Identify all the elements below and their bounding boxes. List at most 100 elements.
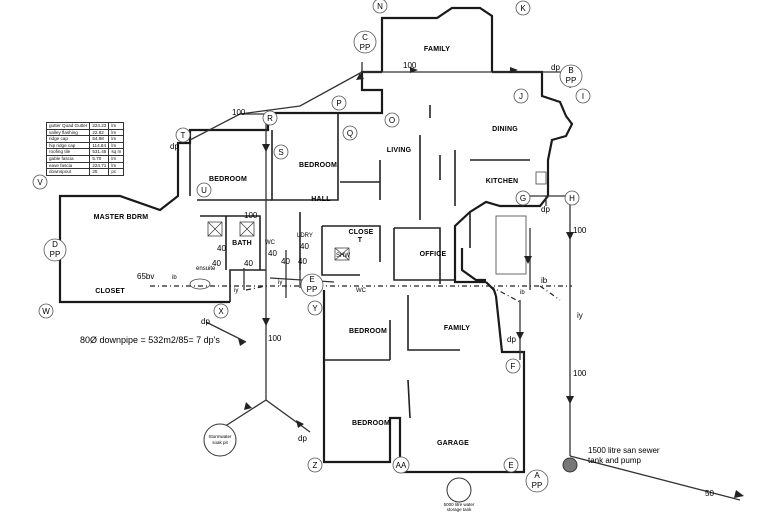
bubble-b-pp: BPP — [559, 64, 583, 88]
grid-bubbles: N K CPP BPP I J P R O Q T S V U G H DPP … — [32, 0, 591, 493]
pipe-size-40b: 40 — [212, 259, 221, 268]
svg-text:B: B — [568, 66, 573, 75]
room-bedroom-1: BEDROOM — [209, 176, 247, 183]
bubble-p: P — [331, 95, 347, 111]
pipe-labels: 100 100 100 100 100 100 40 40 40 40 40 4… — [137, 61, 714, 498]
storage-tank-line2: storage tank — [447, 507, 473, 512]
bubble-s: S — [273, 144, 289, 160]
room-kitchen: KITCHEN — [486, 178, 519, 185]
schedule-cell-qty: 25 — [89, 168, 110, 176]
svg-text:D: D — [52, 240, 58, 249]
storage-tank-line1: 5000 litre water — [444, 502, 475, 507]
schedule-cell-unit: lm — [108, 141, 125, 150]
schedule-cell-item: downspout — [45, 168, 91, 176]
schedule-cell-qty: 224.23 — [89, 122, 110, 130]
bubble-a-pp: APP — [525, 469, 549, 493]
bubble-y: Y — [307, 300, 323, 316]
svg-text:PP: PP — [566, 76, 577, 85]
room-closet: CLOSET — [95, 288, 125, 295]
svg-text:V: V — [37, 178, 43, 187]
schedule-cell-unit: lm — [108, 161, 125, 170]
schedule-cell-item: hip ridge cap — [45, 141, 91, 150]
bubble-i: I — [575, 88, 591, 104]
svg-text:U: U — [201, 186, 207, 195]
svg-text:C: C — [362, 33, 368, 42]
tanks: Stormwater soak pit 5000 litre water sto… — [203, 423, 660, 512]
room-family-top: FAMILY — [424, 46, 450, 53]
pipe-size-40e: 40 — [281, 257, 290, 266]
room-labels: FAMILY DINING LIVING KITCHEN BEDROOM BED… — [94, 46, 519, 447]
inspection-y-right: iy — [577, 311, 583, 320]
stormwater-soak-pit — [203, 423, 237, 457]
svg-text:A: A — [534, 471, 540, 480]
inspection-y-left: iy — [234, 288, 238, 294]
svg-text:PP: PP — [50, 250, 61, 259]
svg-text:F: F — [511, 362, 516, 371]
schedule-cell-qty: 54.98 — [89, 135, 110, 143]
room-wc-2: WC — [356, 288, 367, 294]
downpipe-t: dp — [170, 142, 179, 151]
room-hall: HALL — [311, 196, 331, 203]
bubble-n: N — [372, 0, 388, 14]
svg-text:H: H — [569, 194, 575, 203]
sewer-tank-line2: tank and pump — [588, 456, 641, 465]
bubble-aa: AA — [392, 456, 410, 474]
sink-fixture — [535, 171, 547, 185]
kitchen-bench — [495, 215, 527, 275]
room-garage: GARAGE — [437, 440, 469, 447]
svg-text:Q: Q — [347, 129, 353, 138]
shower-fixture — [334, 247, 350, 261]
bath-fixture — [207, 221, 223, 237]
downpipe-right: dp — [541, 205, 550, 214]
room-master: MASTER BDRM — [94, 214, 149, 221]
pipe-size-left: 100 — [232, 108, 246, 117]
svg-text:K: K — [520, 4, 526, 13]
bubble-e: E — [503, 457, 519, 473]
svg-text:Y: Y — [312, 304, 318, 313]
bubble-u: U — [196, 182, 212, 198]
schedule-cell-item: gutter Quad Gutter — [45, 122, 91, 130]
svg-text:Z: Z — [313, 461, 318, 470]
svg-text:R: R — [267, 114, 273, 123]
svg-text:I: I — [582, 92, 584, 101]
svg-text:G: G — [520, 194, 526, 203]
pipe-size-40a: 40 — [217, 244, 226, 253]
bubble-q: Q — [342, 125, 358, 141]
room-shw: SHW — [336, 253, 350, 259]
schedule-cell-item: eave fascia — [45, 161, 91, 170]
soak-pit-line2: soak pit — [212, 440, 228, 445]
schedule-cell-unit: lm — [108, 135, 125, 143]
bubble-h: H — [564, 190, 580, 206]
room-living: LIVING — [387, 147, 412, 154]
interior-walls — [189, 105, 530, 419]
fixtures — [189, 171, 547, 290]
schedule-cell-item: valley flashing — [45, 128, 91, 137]
room-ensuite: ensuite — [196, 266, 216, 272]
pipe-size-40g: 40 — [298, 257, 307, 266]
schedule-cell-item: gable fascia — [45, 154, 91, 163]
room-closet-t-line1: CLOSE — [348, 229, 373, 236]
pipe-size-40d: 40 — [268, 249, 277, 258]
bubble-k: K — [515, 0, 531, 16]
room-bedroom-2: BEDROOM — [299, 162, 337, 169]
bubble-x: X — [213, 303, 229, 319]
pipework — [150, 62, 744, 501]
inspection-bend-garage: ib — [520, 290, 525, 296]
sewer-tank-line1: 1500 litre san sewer — [588, 446, 660, 455]
room-dining: DINING — [492, 126, 518, 133]
room-closet-t-line2: T — [358, 237, 363, 244]
soak-pit-line1: Stormwater — [208, 434, 232, 439]
pipe-size-lower: 100 — [268, 334, 282, 343]
exterior-walls — [58, 6, 574, 474]
ensuite-bath — [189, 278, 211, 290]
svg-text:E: E — [508, 461, 513, 470]
pipe-size-right-1: 100 — [573, 226, 587, 235]
svg-text:W: W — [42, 307, 50, 316]
bubble-v: V — [32, 174, 48, 190]
